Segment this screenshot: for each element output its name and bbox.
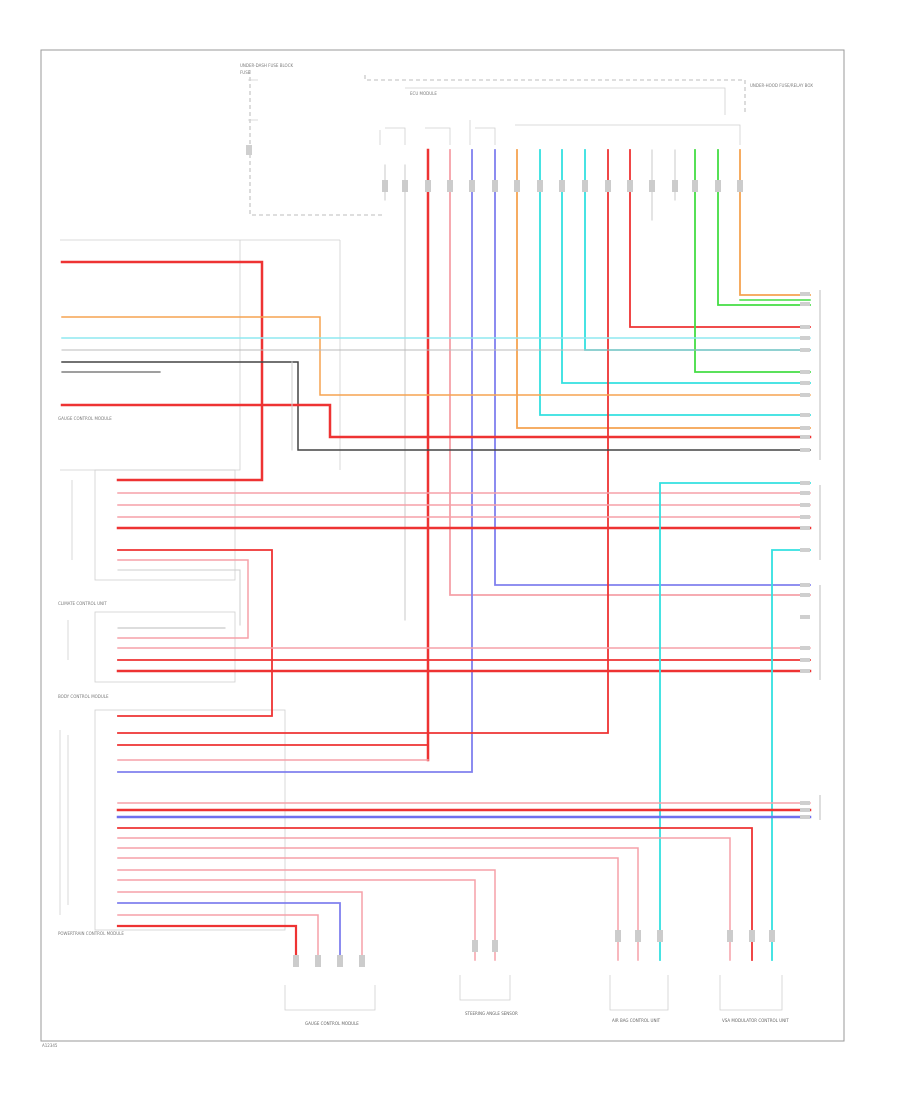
- left-block-1-label: GAUGE CONTROL MODULE: [58, 416, 112, 421]
- bottom-module-3-label: AIR BAG CONTROL UNIT: [612, 1018, 661, 1023]
- wire-pink-870: [117, 869, 496, 961]
- wire-gray-570: [117, 569, 241, 626]
- wire-green-col-695: [694, 149, 811, 373]
- wire-orange-col-740: [739, 149, 811, 296]
- left-block-4-label: POWERTRAIN CONTROL MODULE: [58, 931, 124, 936]
- top-fuse-block-label: UNDER-DASH FUSE BLOCK: [240, 63, 293, 68]
- wire-orange-317: [61, 316, 811, 396]
- wire-cyan-col-562: [561, 149, 811, 384]
- bottom-modules: GAUGE CONTROL MODULE STEERING ANGLE SENS…: [284, 975, 789, 1026]
- wire-cyan-row-483: [659, 482, 811, 961]
- bottom-module-2-label: STEERING ANGLE SENSOR: [465, 1011, 518, 1016]
- wire-red-col-608: [117, 149, 609, 734]
- wire-pink-col-450: [449, 149, 811, 596]
- wire-red-405: [60, 403, 812, 439]
- right-pin-connectors: [800, 292, 810, 819]
- wire-orange-col-517: [516, 149, 811, 429]
- top-relay-box-label: UNDER-HOOD FUSE/RELAY BOX: [750, 83, 813, 88]
- wire-red-550: [117, 549, 273, 717]
- wire-pink-892: [117, 891, 363, 961]
- wire-pink-858: [117, 857, 619, 961]
- wire-red-828: [117, 827, 753, 961]
- diagram-footer-code: A12345: [42, 1043, 58, 1048]
- wire-layer: [60, 148, 812, 962]
- wire-blue-col-472: [117, 149, 473, 773]
- bottom-pin-connectors: [293, 930, 775, 967]
- top-pin-connectors: [382, 180, 743, 192]
- wire-pink-560: [117, 559, 249, 639]
- wire-cyan-col-540: [539, 149, 811, 416]
- top-fuse-block: UNDER-DASH FUSE BLOCK FUSE: [240, 63, 385, 216]
- diagram-frame: [40, 49, 845, 1042]
- wire-pink-880: [117, 879, 476, 961]
- wire-red-col-630: [629, 149, 811, 328]
- wire-pink-915: [117, 914, 319, 961]
- left-module-frames: GAUGE CONTROL MODULE CLIMATE CONTROL UNI…: [58, 239, 341, 936]
- top-fuse-sub-label: FUSE: [240, 70, 251, 75]
- left-block-2-label: CLIMATE CONTROL UNIT: [58, 601, 107, 606]
- wire-blue-col-495: [494, 149, 811, 586]
- top-relay-box: UNDER-HOOD FUSE/RELAY BOX ECU MODULE: [364, 75, 813, 145]
- bottom-module-1-label: GAUGE CONTROL MODULE: [305, 1021, 359, 1026]
- wire-red-926: [116, 924, 298, 962]
- wire-pink-848: [117, 847, 639, 961]
- junction-top-label: ECU MODULE: [410, 91, 437, 96]
- wire-red-262: [60, 260, 264, 482]
- left-block-3-label: BODY CONTROL MODULE: [58, 694, 109, 699]
- wire-blue-903: [117, 902, 341, 961]
- bottom-module-4-label: VSA MODULATOR CONTROL UNIT: [722, 1018, 789, 1023]
- wire-pink-838: [117, 837, 731, 961]
- wire-cyan-row-550: [771, 549, 811, 961]
- wire-green-col-718: [717, 149, 811, 306]
